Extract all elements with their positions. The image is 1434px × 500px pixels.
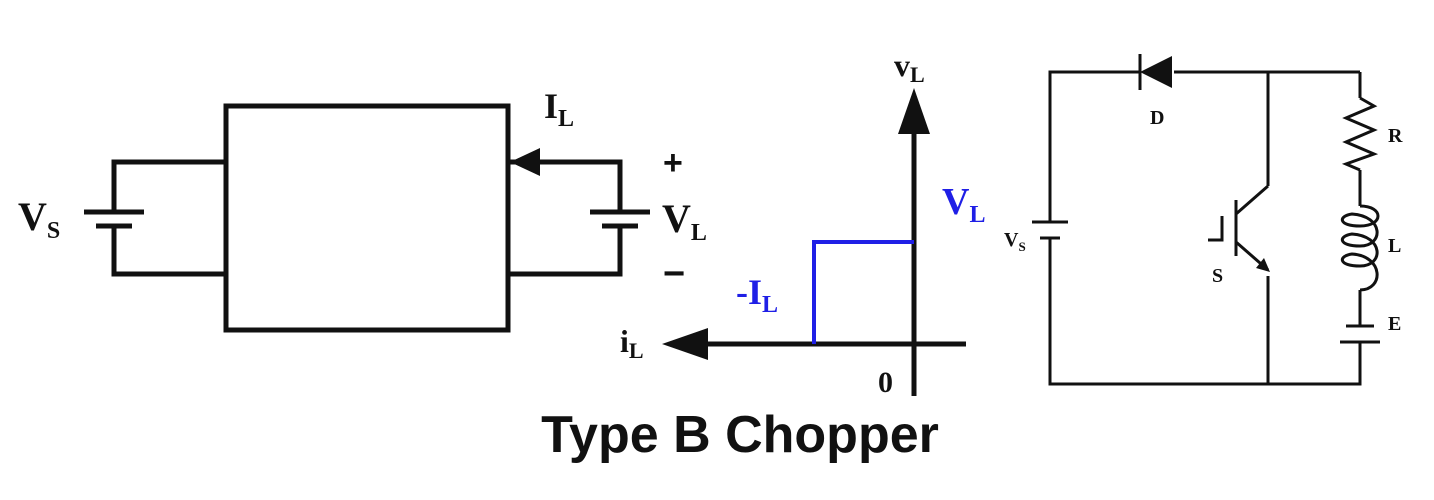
- switch-label: S: [1212, 265, 1223, 287]
- load-voltage-label: VL: [662, 196, 707, 246]
- circuit-source-battery: [1032, 220, 1068, 240]
- diode-icon: [1138, 54, 1172, 90]
- inductor-icon: [1341, 204, 1380, 292]
- diagram-title: Type B Chopper: [0, 400, 1434, 470]
- source-battery: [84, 209, 144, 229]
- resistor-label: R: [1388, 125, 1403, 147]
- origin-label: 0: [878, 366, 893, 399]
- minus-sign: −: [663, 253, 685, 295]
- y-axis-arrow-icon: [898, 88, 930, 134]
- emf-label: E: [1388, 313, 1401, 335]
- emf-battery: [1340, 324, 1380, 344]
- resistor-icon: [1341, 96, 1379, 172]
- source-voltage-label: VS: [18, 194, 60, 244]
- transistor-switch-icon: [1208, 184, 1269, 272]
- inductor-label: L: [1388, 235, 1401, 257]
- plus-sign: +: [663, 144, 683, 182]
- voltage-level-label: VL: [942, 181, 985, 228]
- block-diagram: [111, 103, 623, 333]
- x-axis-label: iL: [620, 323, 644, 363]
- diagram-title-text: Type B Chopper: [541, 406, 939, 464]
- operating-region: [812, 240, 914, 344]
- diode-label: D: [1150, 107, 1164, 129]
- load-wire-top: [508, 159, 623, 212]
- emitter-arrow-icon: [1256, 258, 1270, 272]
- quadrant-axes: [700, 130, 966, 396]
- source-wire-bottom: [111, 226, 226, 277]
- circuit-source-label: VS: [1004, 229, 1026, 254]
- x-axis-arrow-icon: [662, 328, 708, 360]
- y-axis-label: vL: [894, 47, 925, 87]
- current-level-label: -IL: [736, 272, 778, 318]
- current-arrow-icon: [510, 148, 540, 176]
- load-wire-bottom: [508, 226, 623, 277]
- load-current-label: IL: [544, 86, 574, 132]
- source-wire-top: [111, 159, 226, 212]
- load-battery: [590, 209, 650, 229]
- circuit-wires: [1048, 70, 1362, 386]
- chopper-block: [223, 103, 511, 333]
